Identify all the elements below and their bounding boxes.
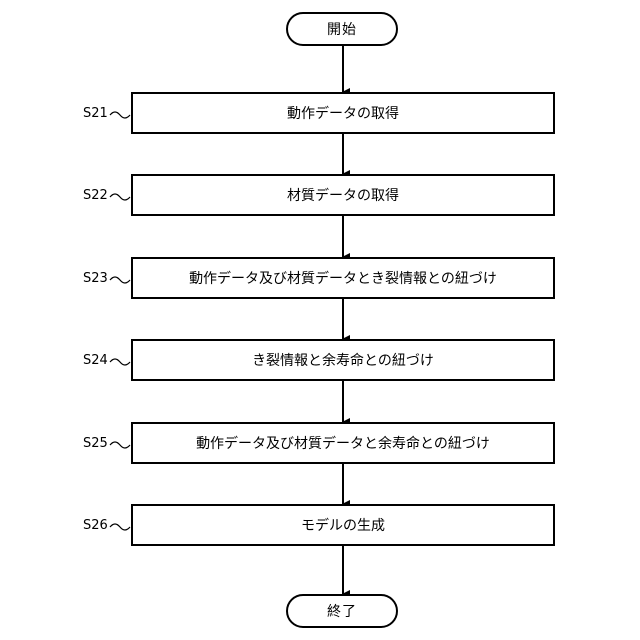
process-box-s23: 動作データ及び材質データとき裂情報との紐づけ	[131, 257, 555, 299]
step-id-s26: S26	[83, 518, 108, 534]
end-label: 終了	[327, 601, 357, 621]
process-text-s24: き裂情報と余寿命との紐づけ	[252, 350, 434, 370]
process-box-s24: き裂情報と余寿命との紐づけ	[131, 339, 555, 381]
process-text-s21: 動作データの取得	[287, 103, 399, 123]
leader-squiggle-s24	[110, 359, 130, 365]
process-text-s26: モデルの生成	[301, 515, 385, 535]
step-id-s23: S23	[83, 271, 108, 287]
process-text-s22: 材質データの取得	[287, 185, 399, 205]
start-label: 開始	[327, 19, 357, 39]
step-id-s25: S25	[83, 436, 108, 452]
process-text-s23: 動作データ及び材質データとき裂情報との紐づけ	[189, 268, 497, 288]
process-box-s21: 動作データの取得	[131, 92, 555, 134]
leader-squiggle-s26	[110, 524, 130, 530]
process-box-s22: 材質データの取得	[131, 174, 555, 216]
end-terminal: 終了	[286, 594, 398, 628]
leader-squiggle-s23	[110, 277, 130, 283]
process-box-s26: モデルの生成	[131, 504, 555, 546]
step-id-s22: S22	[83, 188, 108, 204]
process-text-s25: 動作データ及び材質データと余寿命との紐づけ	[196, 433, 490, 453]
start-terminal: 開始	[286, 12, 398, 46]
process-box-s25: 動作データ及び材質データと余寿命との紐づけ	[131, 422, 555, 464]
step-id-s21: S21	[83, 106, 108, 122]
leader-squiggle-s25	[110, 442, 130, 448]
leader-squiggle-s22	[110, 194, 130, 200]
leader-squiggle-s21	[110, 112, 130, 118]
step-id-s24: S24	[83, 353, 108, 369]
